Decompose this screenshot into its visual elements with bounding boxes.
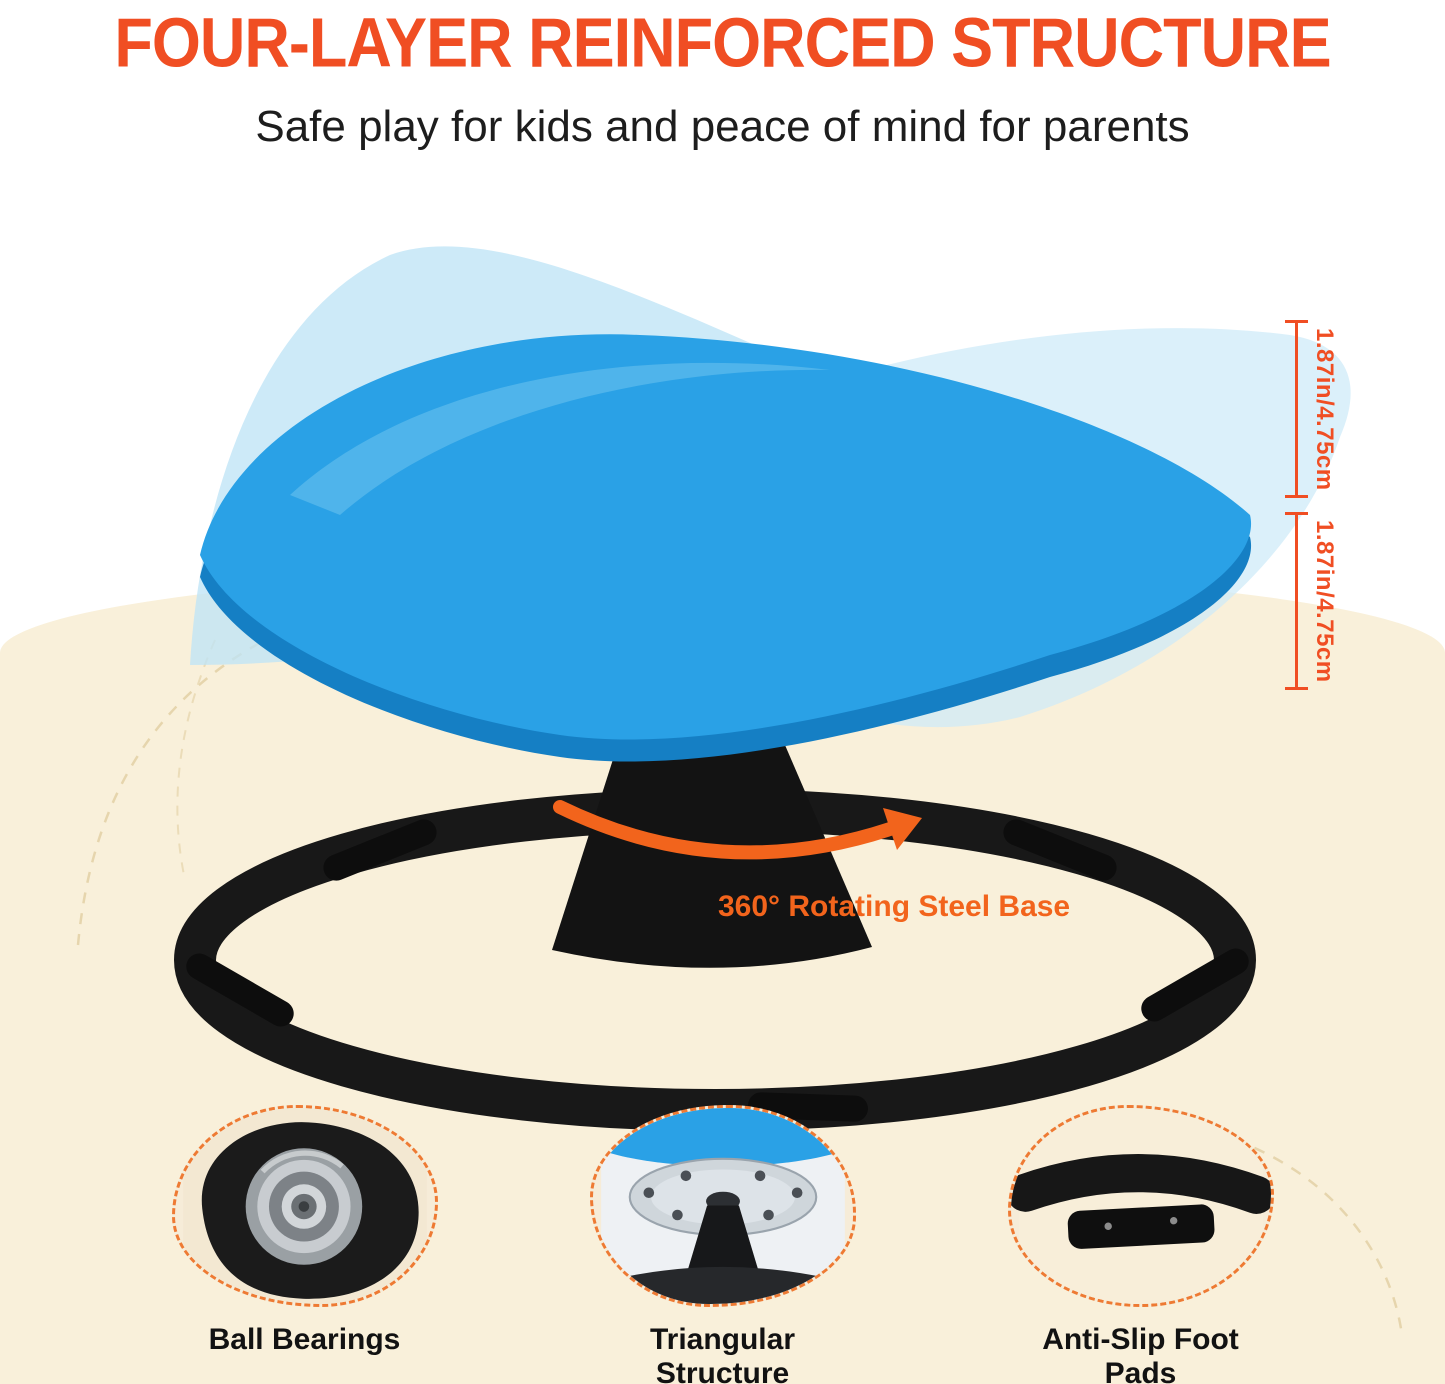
spinning-chair-illustration [174,246,1351,1131]
callout-label-anti-slip-foot-pads: Anti-Slip Foot Pads [1042,1323,1239,1384]
callout-anti-slip-foot-pads: Anti-Slip Foot Pads [1006,1105,1276,1384]
ball-bearings-image [171,1105,438,1307]
anti-slip-foot-pads-image [1007,1105,1274,1307]
callout-label-triangular-structure: Triangular Structure [649,1323,796,1384]
page-title: FOUR-LAYER REINFORCED STRUCTURE [114,5,1331,83]
header: FOUR-LAYER REINFORCED STRUCTURE Safe pla… [0,0,1445,152]
callout-ball-bearings: Ball Bearings [170,1105,440,1384]
feature-callouts: Ball Bearings [0,1105,1445,1384]
measurement-lower-line [1285,512,1308,690]
page-subtitle: Safe play for kids and peace of mind for… [255,102,1190,151]
measurement-lower: 1.87in/4.75cm [1285,512,1338,690]
callout-triangular-structure: Triangular Structure [588,1105,858,1384]
measurement-lower-label: 1.87in/4.75cm [1311,519,1338,683]
rotation-caption: 360° Rotating Steel Base [718,890,1071,923]
measurement-upper-line [1285,320,1308,498]
rotation-arrow-icon [553,800,922,860]
callout-label-ball-bearings: Ball Bearings [208,1323,401,1356]
triangular-structure-image [589,1105,856,1307]
measurement-upper-label: 1.87in/4.75cm [1311,327,1338,491]
measurement-upper: 1.87in/4.75cm [1285,320,1338,498]
seat [200,334,1252,762]
